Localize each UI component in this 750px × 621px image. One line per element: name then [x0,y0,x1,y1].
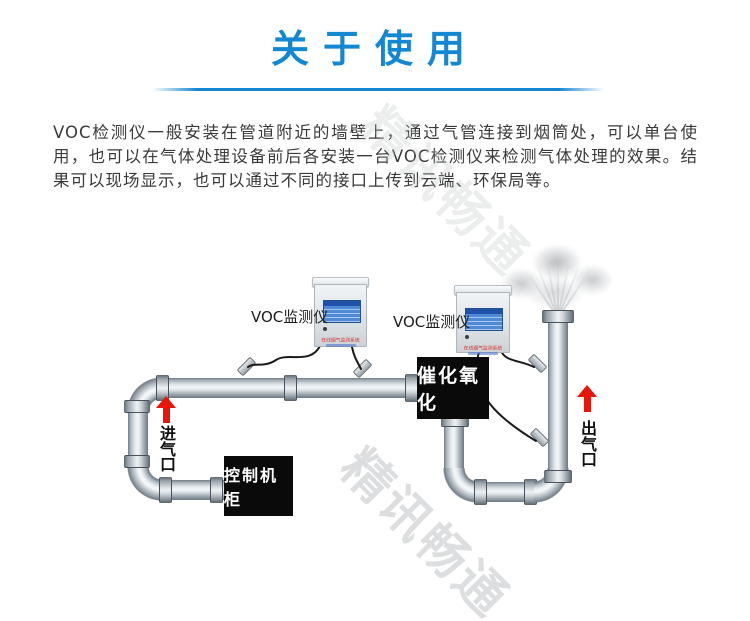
monitor-keyhole [465,335,469,339]
voc-monitor-device-2: 在线烟气监测系统 [454,285,512,355]
title-divider [152,88,604,91]
control-cabinet-box: 控制机柜 [224,456,293,516]
pipe-below-catalytic [444,416,464,472]
gas-probe [527,353,548,374]
monitor-device-title: 在线烟气监测系统 [321,337,360,344]
monitor-body: 在线烟气监测系统 [456,292,510,355]
monitor-device-title: 在线烟气监测系统 [463,345,503,352]
inlet-label: 进气口 [159,424,176,474]
pipe-flange [544,470,572,483]
pipe-flange [159,477,172,503]
chimney-top-rim [542,310,574,323]
catalytic-oxidation-label: 催化氧化 [417,365,481,414]
page-title: 关于使用 [270,27,479,71]
gas-probe [529,427,550,448]
pipe-elbow-u-left [442,468,478,504]
control-cabinet-label: 控制机柜 [224,466,279,509]
pipe-flange [474,479,487,505]
outlet-arrow-icon [577,385,597,413]
pipe-to-control-cabinet [158,480,226,500]
chimney-pipe [548,316,568,470]
voc-monitor-device-1: 在线烟气监测系统 [312,277,369,347]
monitor-screen [323,300,361,323]
pipe-flange [156,375,169,401]
pipe-flange [124,455,150,468]
outlet-label: 出气口 [580,419,597,469]
gas-probe [236,356,257,377]
monitor-subtitle-bar [326,344,356,347]
catalytic-oxidation-box: 催化氧化 [417,357,489,419]
monitor-body: 在线烟气监测系统 [314,284,367,347]
pipe-flange [210,477,223,503]
intro-paragraph: VOC检测仪一般安装在管道附近的墙壁上，通过气管连接到烟筒处，可以单台使用，也可… [53,123,698,190]
inlet-arrow-icon [156,396,176,424]
gas-probe [352,358,373,379]
pipe-flange [124,400,150,413]
voc-monitor-label-2: VOC监测仪 [393,313,471,331]
pipe-u-bottom [476,482,538,502]
monitor-screen [465,308,503,331]
monitor-subtitle-bar [468,352,498,355]
pipe-elbow-bottom-left [126,466,162,502]
smoke-ray [557,262,559,318]
voc-monitor-label-1: VOC监测仪 [251,308,329,326]
monitor-keyhole [323,327,327,331]
watermark-middle: 精讯畅通 [329,437,521,621]
pipe-flange [284,375,297,401]
